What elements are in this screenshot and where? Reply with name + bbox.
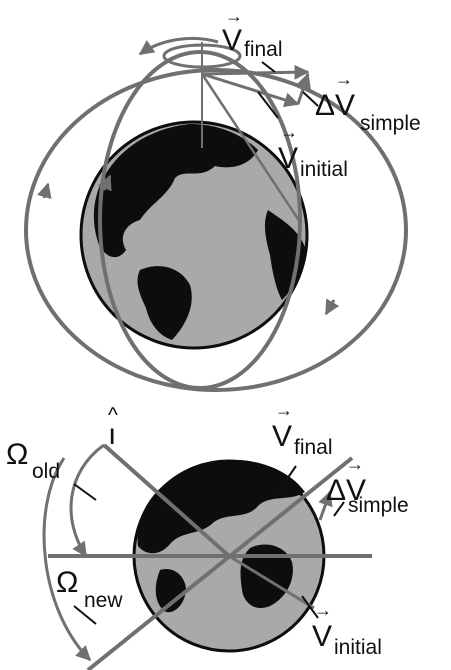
v-initial-symbol: V bbox=[278, 142, 298, 175]
v-final-vector bbox=[201, 64, 310, 80]
leader-omega-new bbox=[73, 605, 97, 625]
leader-delta-v bbox=[302, 91, 319, 107]
node-line bbox=[86, 456, 354, 670]
bottom-figure: ^ ı Ω old Ω new → V final → ΔV simple → … bbox=[6, 400, 409, 670]
v-final-subscript: final bbox=[244, 38, 283, 61]
vector-arrow-glyph: → bbox=[335, 69, 353, 89]
omega-old-arc bbox=[69, 443, 105, 558]
earth-top-land-north bbox=[93, 124, 258, 258]
vector-arrow-glyph: → bbox=[346, 454, 364, 474]
vector-arrow-glyph: → bbox=[225, 6, 243, 26]
i-hat-symbol: ı bbox=[108, 418, 116, 451]
v-initial-bottom-subscript: initial bbox=[334, 636, 382, 659]
label-top-delta-v: → ΔV simple bbox=[315, 69, 421, 135]
orbit-arrow-outer-left bbox=[37, 182, 52, 200]
v-initial-diagonal bbox=[200, 73, 302, 223]
orbit-arrow-right bbox=[324, 298, 340, 316]
v-initial-subscript: initial bbox=[300, 158, 348, 181]
i-hat-line bbox=[102, 443, 231, 558]
v-initial-bottom-symbol: V bbox=[312, 620, 332, 653]
delta-v-subscript: simple bbox=[360, 112, 421, 135]
earth-top-land-greenland bbox=[184, 143, 215, 174]
label-top-v-final: → V final bbox=[222, 6, 283, 61]
omega-new-symbol: Ω bbox=[56, 566, 78, 599]
delta-v-symbol: ΔV bbox=[315, 89, 355, 122]
v-final-bottom-symbol: V bbox=[272, 420, 292, 453]
orbit-arrow-left bbox=[97, 174, 112, 192]
leader-omega-old bbox=[73, 483, 97, 501]
earth-bottom-land-west bbox=[155, 568, 186, 613]
label-top-v-initial: → V initial bbox=[278, 122, 348, 181]
label-bottom-v-initial: → V initial bbox=[312, 600, 382, 659]
earth-bottom-land-north bbox=[137, 460, 305, 554]
delta-v-bottom-subscript: simple bbox=[348, 494, 409, 517]
v-initial-vector bbox=[201, 72, 300, 108]
vector-arrow-glyph: → bbox=[314, 600, 332, 620]
vector-arrow-glyph: → bbox=[280, 122, 298, 142]
leader-v-final-bottom bbox=[277, 465, 297, 493]
delta-v-bottom-symbol: ΔV bbox=[326, 474, 366, 507]
rotation-arrow bbox=[138, 36, 219, 56]
label-omega-new: Ω new bbox=[56, 566, 123, 612]
leader-v-initial bbox=[257, 91, 279, 119]
label-i-hat: ^ ı bbox=[108, 404, 118, 451]
earth-top-land-south bbox=[137, 266, 192, 340]
v-final-bottom-subscript: final bbox=[294, 436, 333, 459]
label-bottom-v-final: → V final bbox=[272, 400, 333, 459]
small-vector bbox=[318, 490, 333, 521]
vector-arrow-glyph: → bbox=[275, 400, 293, 420]
omega-new-arc bbox=[42, 457, 92, 662]
label-bottom-delta-v: → ΔV simple bbox=[326, 454, 409, 517]
top-figure: → V final → ΔV simple → V initial bbox=[24, 6, 421, 392]
delta-v-vector bbox=[296, 72, 311, 105]
omega-old-symbol: Ω bbox=[6, 438, 28, 471]
v-final-symbol: V bbox=[222, 24, 242, 57]
omega-old-subscript: old bbox=[32, 460, 60, 483]
earth-top bbox=[79, 120, 309, 350]
label-omega-old: Ω old bbox=[6, 438, 60, 483]
leader-v-final bbox=[261, 61, 276, 73]
leader-v-initial-bottom bbox=[301, 595, 319, 619]
omega-new-subscript: new bbox=[84, 589, 123, 612]
old-node-line bbox=[228, 554, 315, 610]
leader-delta-v-bottom bbox=[333, 501, 345, 517]
outer-orbit bbox=[24, 68, 408, 392]
i-hat-caret: ^ bbox=[108, 404, 118, 427]
earth-bottom-land-south bbox=[240, 544, 293, 609]
